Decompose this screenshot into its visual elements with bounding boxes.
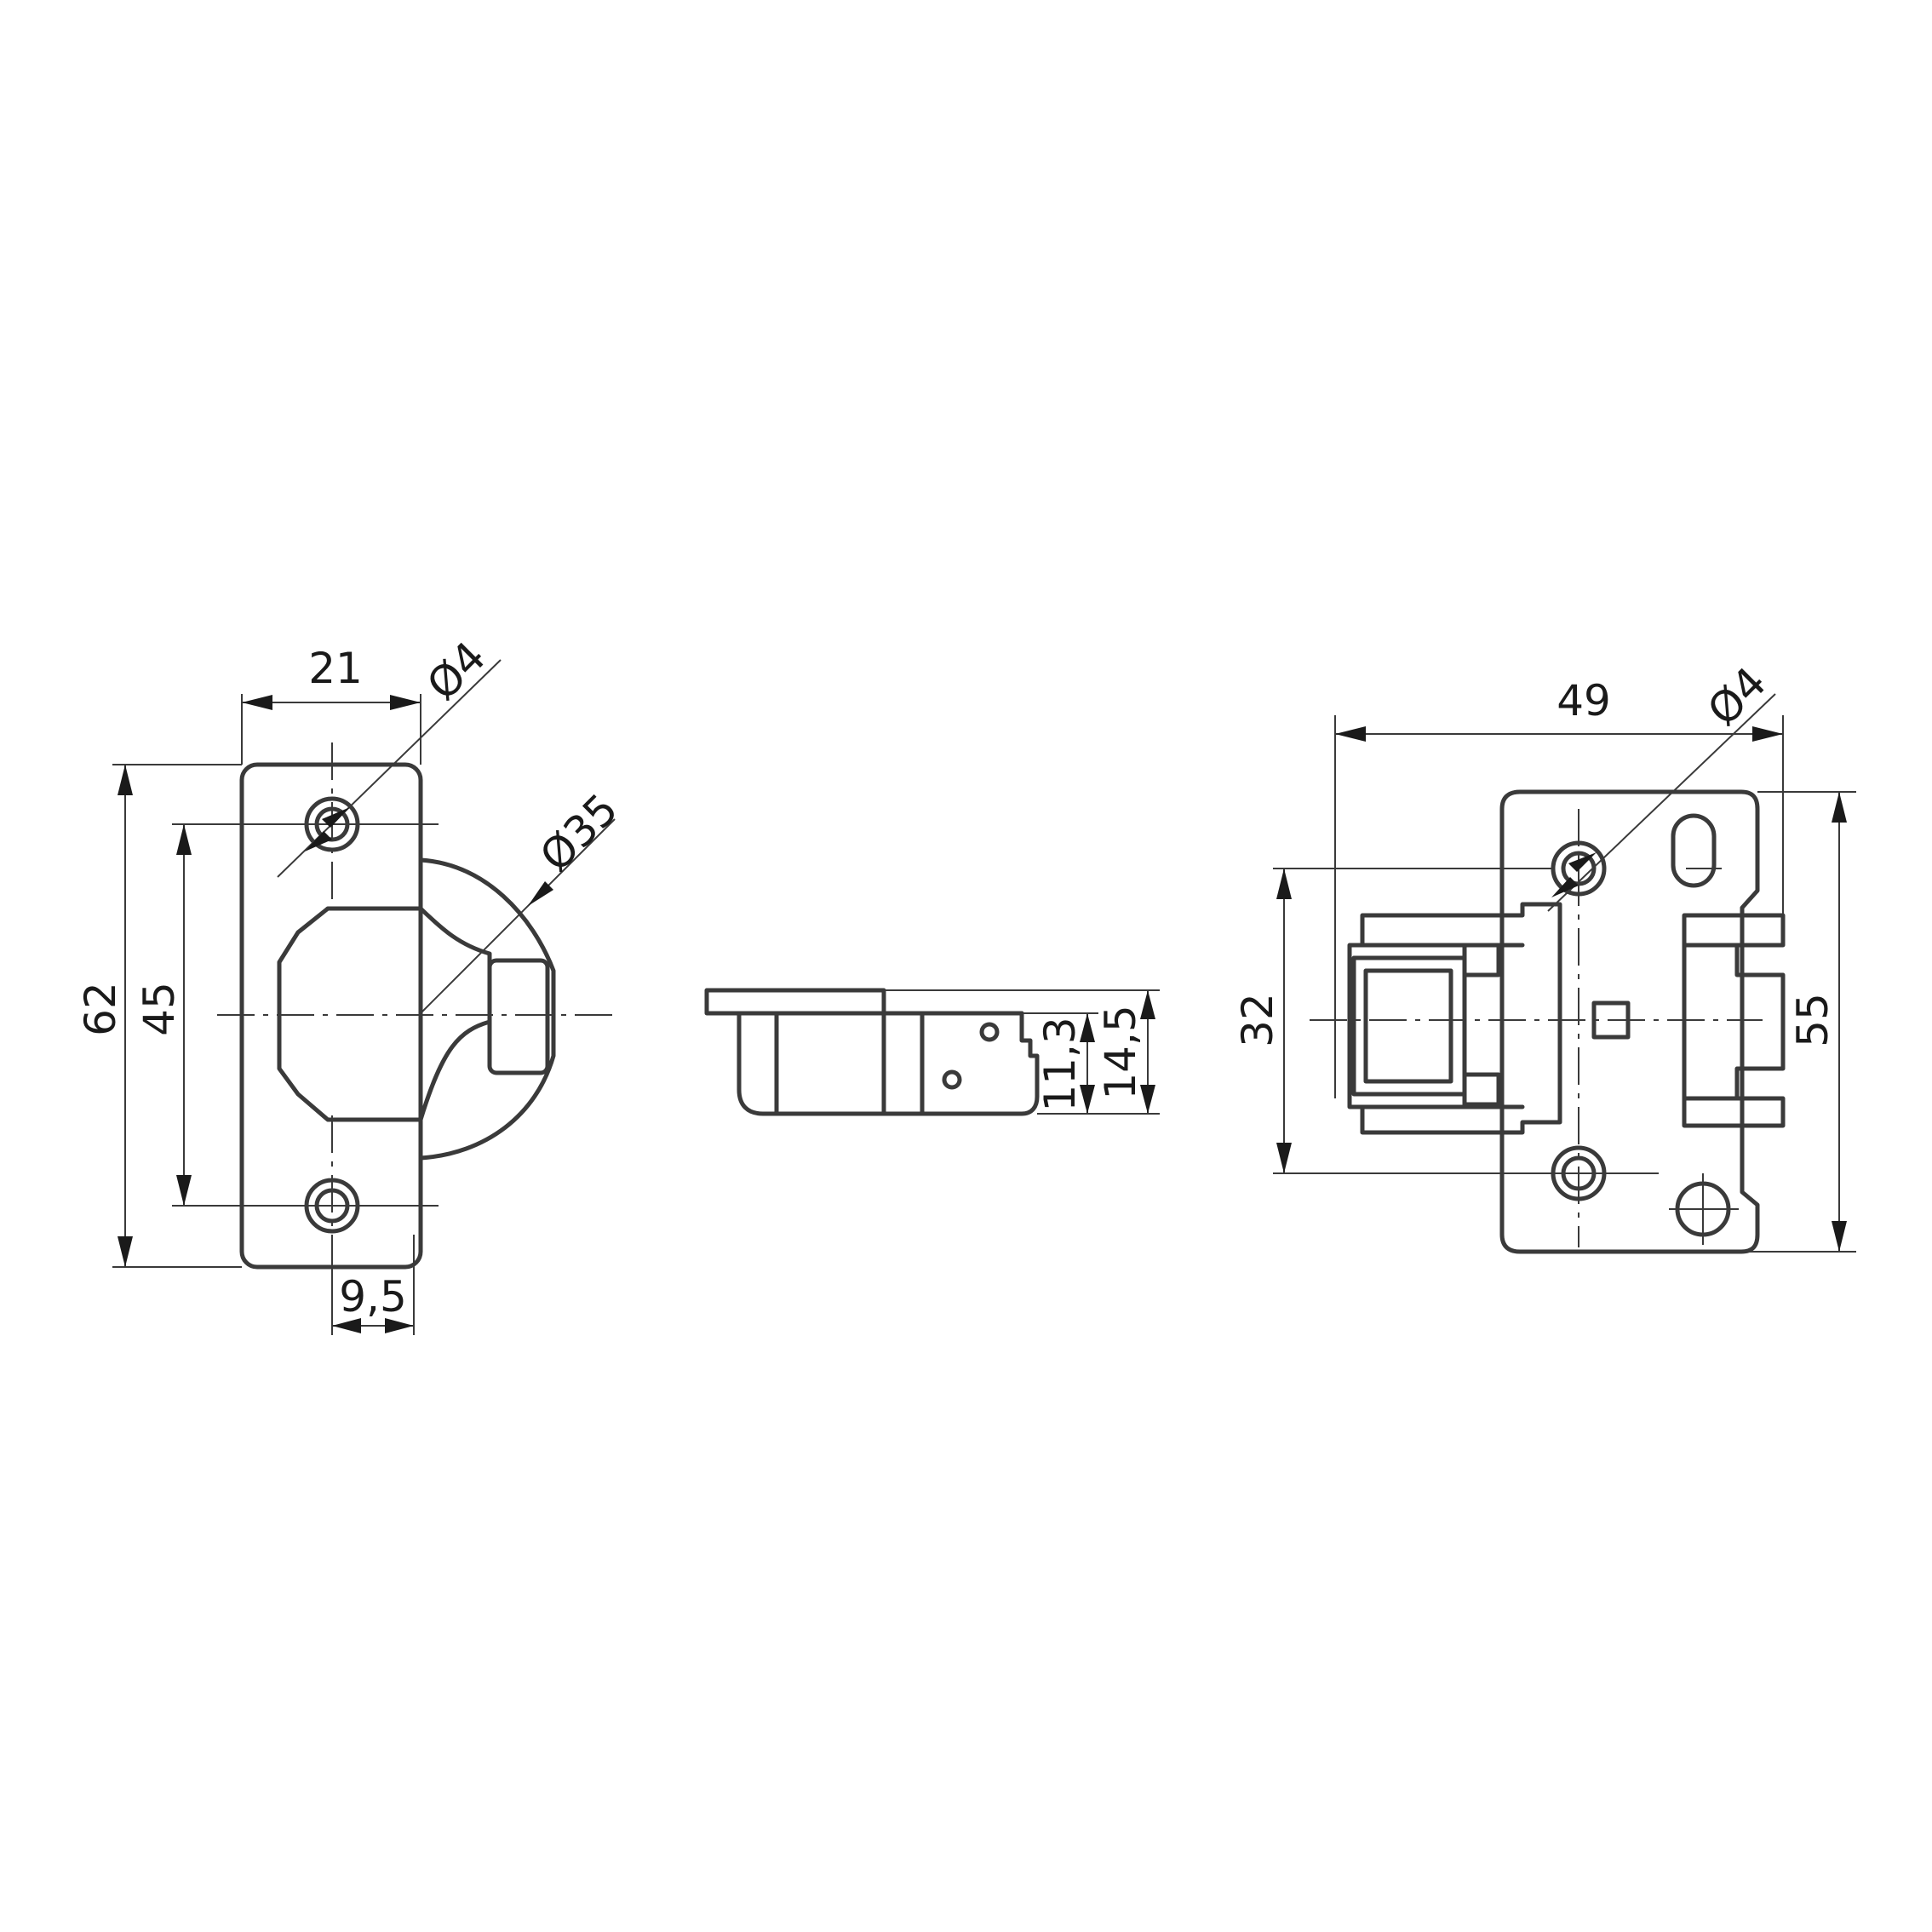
dim-label-plate-hole-dia-4: Ø4: [1698, 657, 1775, 735]
adjustment-slot: [1671, 813, 1717, 888]
side-pivot-hole-upper: [979, 1022, 1000, 1042]
dim-label-32: 32: [1233, 993, 1282, 1047]
dim-label-45: 45: [135, 982, 184, 1036]
leader-plate-hole-dia-4: [1547, 693, 1776, 912]
arrow-45-top: [176, 824, 192, 855]
arrow-49-left: [1335, 726, 1366, 742]
arrow-45-bottom: [176, 1175, 192, 1206]
dim-label-14-5: 14,5: [1096, 1005, 1145, 1099]
right-rail-outline: [1682, 913, 1786, 1128]
cup-dome: [418, 857, 556, 1161]
dim-label-21: 21: [308, 644, 363, 693]
arrow-9-5-left: [332, 1318, 361, 1333]
arrow-hole-dia-4-a: [322, 807, 350, 828]
mounting-plate-view: 49 Ø4 32 55: [1233, 657, 1856, 1254]
arrow-49-right: [1752, 726, 1783, 742]
arrow-55-top: [1832, 792, 1847, 823]
dim-label-49: 49: [1556, 676, 1611, 725]
carriage-tab-top: [1462, 943, 1501, 977]
arrow-55-bottom: [1832, 1221, 1847, 1252]
arrow-plate-hole-dia-4-b: [1551, 877, 1579, 897]
arrow-11-3-bottom: [1080, 1085, 1095, 1114]
carriage-tab-bottom: [1462, 1072, 1501, 1107]
arrow-14-5-top: [1140, 990, 1155, 1019]
arrow-14-5-bottom: [1140, 1085, 1155, 1114]
carriage-square-window-inner: [1363, 968, 1453, 1084]
side-top-plate: [704, 988, 886, 1016]
arrow-hole-dia-4-b: [305, 831, 332, 851]
arrow-cup-dia-35: [528, 881, 553, 906]
leader-cup-dia-35: [418, 818, 616, 1016]
side-pivot-hole-lower: [942, 1069, 962, 1090]
hinge-cup-plan-view: 21 Ø4 Ø35 62 45 9,5: [76, 632, 628, 1335]
carriage-outline: [1347, 902, 1562, 1135]
inner-arm-outline: [277, 906, 492, 1122]
arrow-9-5-right: [385, 1318, 414, 1333]
arrow-32-bottom: [1276, 1143, 1292, 1173]
side-body-outline: [737, 1011, 1040, 1116]
dim-label-55: 55: [1788, 993, 1837, 1047]
dim-label-cup-dia-35: Ø35: [530, 784, 628, 881]
dim-label-11-3: 11,3: [1035, 1017, 1085, 1111]
dim-label-62: 62: [76, 982, 125, 1036]
dim-label-9-5: 9,5: [339, 1272, 407, 1321]
arrow-plate-hole-dia-4-a: [1568, 852, 1597, 872]
arrow-62-top: [118, 765, 133, 795]
arrow-21-right: [390, 695, 421, 710]
dim-label-hole-dia-4: Ø4: [417, 632, 495, 709]
latch-block: [487, 958, 550, 1075]
hinge-side-view: 11,3 14,5: [704, 988, 1160, 1116]
arrow-21-left: [242, 695, 272, 710]
arrow-32-top: [1276, 869, 1292, 899]
arrow-62-bottom: [118, 1236, 133, 1267]
arrow-11-3-top: [1080, 1013, 1095, 1042]
carriage-square-window-outer: [1351, 955, 1467, 1097]
